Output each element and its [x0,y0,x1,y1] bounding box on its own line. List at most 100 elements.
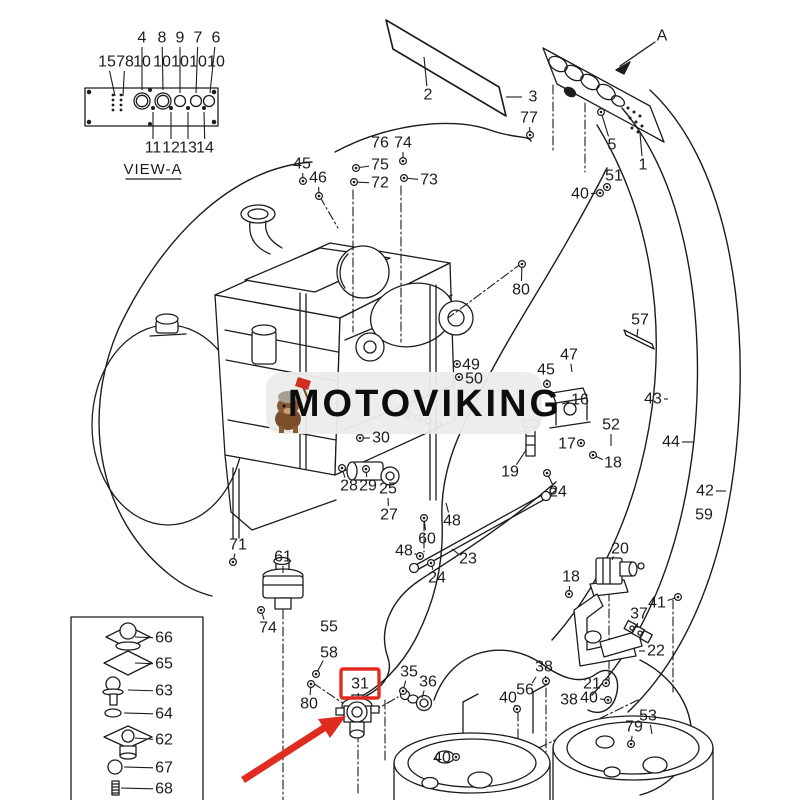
fitting-marker-dot [231,560,235,564]
part-label-10: 10 [133,54,151,71]
part-label-77: 77 [520,110,538,127]
legend-icon-67 [107,759,123,775]
part-label-78: 78 [116,54,134,71]
part-label-55: 55 [320,619,338,636]
leader-line-64 [123,712,154,715]
part-label-18: 18 [604,455,622,472]
part-label-24: 24 [428,570,446,587]
leader-line-5 [600,111,610,137]
leader-line-48 [445,502,450,513]
part-label-4: 4 [138,30,147,47]
mascot-logo [275,377,311,433]
part-label-9: 9 [176,30,185,47]
part-label-17: 17 [558,436,576,453]
fitting-marker-dot [358,436,362,440]
leader-line-68 [120,787,154,790]
bracket-part-16 [549,387,591,429]
highlight-box-part-31 [339,667,381,700]
hose-56 [433,649,619,714]
part-label-19: 19 [501,464,519,481]
part-label-38: 38 [560,692,578,709]
part-label-42: 42 [696,483,714,500]
part-label-12: 12 [162,140,180,157]
legend-icon-64 [104,708,122,718]
part-label-64: 64 [155,706,173,723]
fitting-marker-dot [402,176,406,180]
leader-line-19 [516,449,527,466]
fitting-marker-dot [605,185,609,189]
part-label-67: 67 [155,760,173,777]
part-label-40: 40 [499,690,517,707]
leader-line-14 [203,111,206,140]
part-label-41: 41 [648,595,666,612]
part-label-75: 75 [371,157,389,174]
part-label-45: 45 [537,362,555,379]
fitting-marker-dot [567,592,571,596]
part-label-8: 8 [158,30,167,47]
part-label-10: 10 [189,54,207,71]
leader-line-56 [531,676,537,684]
leader-line-20 [611,556,615,561]
part-label-27: 27 [380,507,398,524]
engine-assembly [91,204,474,539]
part-label-38: 38 [535,659,553,676]
fitting-marker-dot [429,561,433,565]
panel-part-1 [542,41,665,143]
part-label-61: 61 [274,549,292,566]
part-label-35: 35 [400,664,418,681]
part-label-80: 80 [300,696,318,713]
fitting-marker-dot [528,133,532,137]
part-label-48: 48 [443,513,461,530]
part-label-21: 21 [583,676,601,693]
part-label-46: 46 [309,170,327,187]
part-label-1: 1 [639,157,648,174]
fitting-marker-dot [545,382,549,386]
leader-line-15 [108,70,116,97]
switch-part-37 [623,619,653,644]
fuel-pipe-23 [408,487,557,574]
part-label-56: 56 [516,682,534,699]
fitting-marker-dot [579,441,583,445]
part-label-29: 29 [359,478,377,495]
leader-line-47 [570,363,573,373]
part-label-58: 58 [320,645,338,662]
view-direction-arrowhead [615,61,631,75]
fitting-marker-dot [418,554,422,558]
legend-icon-68 [111,780,120,796]
part-label-73: 73 [420,172,438,189]
fitting-marker-dot [457,375,461,379]
view-a-caption: VIEW-A [123,161,182,178]
part-label-47: 47 [560,347,578,364]
part-label-28: 28 [340,478,358,495]
leader-line-78 [122,70,125,97]
leader-line-67 [123,766,154,769]
leader-line-2 [423,56,428,87]
fitting-marker-dot [598,191,602,195]
hose-top-loop [334,122,532,153]
part-label-23: 23 [459,551,477,568]
part-label-13: 13 [179,140,197,157]
view-a-inset [84,87,219,180]
part-label-80: 80 [512,282,530,299]
part-label-31: 31 [351,676,369,693]
fitting-marker-dot [352,180,356,184]
part-label-40: 40 [580,690,598,707]
fitting-marker-dot [544,679,548,683]
leader-line-57 [636,328,639,337]
pump-part-25 [346,461,400,486]
part-label-36: 36 [419,674,437,691]
part-label-22: 22 [647,643,665,660]
part-label-11: 11 [145,140,162,157]
part-label-2: 2 [424,87,433,104]
part-label-52: 52 [602,417,620,434]
part-label-48: 48 [395,543,413,560]
part-label-62: 62 [155,732,173,749]
fitting-marker-dot [676,595,680,599]
part-label-71: 71 [229,537,247,554]
fitting-marker-dot [317,194,321,198]
part-label-37: 37 [630,606,648,623]
fitting-marker-dot [599,110,603,114]
part-label-79: 79 [625,719,643,736]
fitting-marker-dot [629,742,633,746]
